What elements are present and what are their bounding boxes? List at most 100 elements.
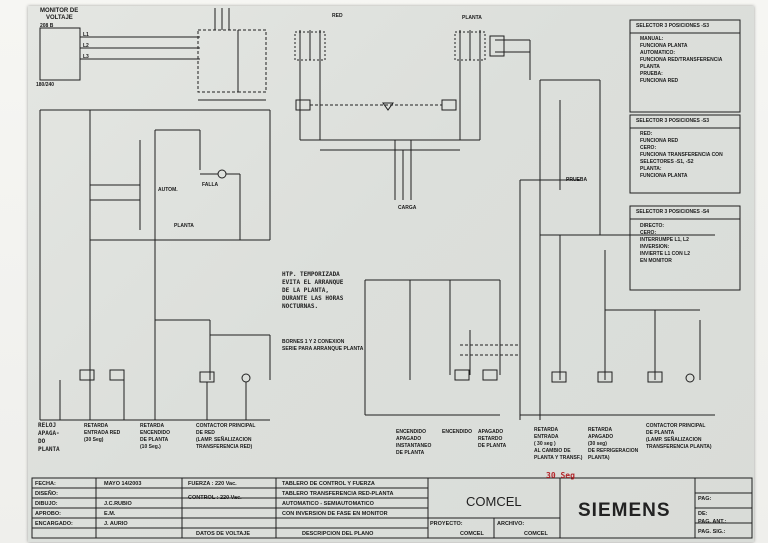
label-line: ENCENDIDO: [140, 430, 171, 436]
note-line: SERIE PARA ARRANQUE PLANTA: [282, 346, 364, 352]
label-line: (10 Seg.): [140, 444, 161, 450]
tb-desc-2: TABLERO TRANSFERENCIA RED-PLANTA: [282, 491, 394, 497]
temporizada-note: HTP. TEMPORIZADA EVITA EL ARRANQUE DE LA…: [282, 272, 343, 312]
label-line: ENTRADA RED: [84, 430, 121, 436]
selector-2-item: FUNCIONA RED: [640, 138, 679, 144]
label-line: (30 Seg): [84, 437, 104, 443]
selector-3-item: INVERSION:: [640, 244, 670, 250]
selector-3-item: CERO:: [640, 230, 657, 236]
label-line: TRANSFERENCIA PLANTA): [646, 444, 712, 450]
selector-3-item: EN MONITOR: [640, 258, 672, 264]
label-line: DE RED: [196, 430, 215, 436]
label-line: PLANTA: [38, 446, 60, 453]
note-line: EVITA EL ARRANQUE: [282, 279, 344, 286]
bornes-note: BORNES 1 Y 2 CONEXION SERIE PARA ARRANQU…: [282, 340, 363, 354]
selector-1-item: FUNCIONA PLANTA: [640, 43, 688, 49]
label-line: APAGA-: [38, 430, 60, 437]
tb-aprobo-value: E.M.: [104, 511, 116, 517]
tb-desc-4: CON INVERSION DE FASE EN MONITOR: [282, 511, 388, 517]
label-line: RETARDA: [84, 423, 109, 429]
line-voltage-label: 208 B: [40, 23, 54, 29]
selector-1-item: PLANTA: [640, 64, 660, 70]
bottom-label-retarda-red: RETARDA ENTRADA RED (30 Seg): [84, 424, 120, 445]
label-line: ENTRADA: [534, 434, 559, 440]
tb-encargado-value: J. AURIO: [104, 521, 128, 527]
selector-2-item: FUNCIONA PLANTA: [640, 173, 688, 179]
tb-pag: PAG:: [698, 496, 712, 502]
selector-3-item: INTERRUMPE L1, L2: [640, 237, 689, 243]
tb-archivo-label: ARCHIVO:: [497, 521, 525, 527]
label-line: DE PLANTA: [478, 443, 507, 449]
selector-3-items: DIRECTO: CERO: INTERRUMPE L1, L2 INVERSI…: [640, 224, 690, 266]
selector-3-item: INVIERTE L1 CON L2: [640, 251, 691, 257]
tb-pag-sig: PAG. SIG.:: [698, 529, 726, 535]
tb-label-diseno: DISEÑO:: [35, 491, 58, 497]
line-l2-label: L2: [83, 43, 89, 49]
handwritten-stamp: 30 Seg: [546, 471, 575, 480]
voltage-range-label: 180/240: [36, 82, 55, 88]
tb-desc-footer: DESCRIPCION DEL PLANO: [302, 531, 374, 537]
label-line: RELOJ: [38, 422, 57, 429]
tb-desc-3: AUTOMATICO - SEMIAUTOMATICO: [282, 501, 374, 507]
label-line: TRANSFERENCIA RED): [196, 444, 253, 450]
label-line: (LAMP. SEÑALIZACION: [646, 437, 702, 443]
tb-proyecto-value: COMCEL: [460, 531, 484, 537]
label-line: ( 30 seg ): [534, 441, 556, 447]
tb-desc-1: TABLERO DE CONTROL Y FUERZA: [282, 481, 375, 487]
line-l1-label: L1: [83, 32, 89, 38]
label-line: PLANTA): [588, 455, 610, 461]
label-line: CONTACTOR PRINCIPAL: [196, 423, 256, 429]
label-line: APAGADO: [588, 434, 614, 440]
selector-2-items: RED: FUNCIONA RED CERO: FUNCIONA TRANSFE…: [640, 132, 723, 181]
bottom-label-retarda-planta: RETARDA ENCENDIDO DE PLANTA (10 Seg.): [140, 424, 170, 452]
schematic-sheet: [28, 6, 754, 542]
falla-label: FALLA: [202, 182, 219, 188]
selector-1-item: FUNCIONA RED/TRANSFERENCIA: [640, 57, 723, 63]
label-line: DE PLANTA: [646, 430, 675, 436]
bottom-label-apagado-retardo: APAGADO RETARDO DE PLANTA: [478, 430, 506, 451]
label-line: ENCENDIDO: [396, 429, 427, 435]
tb-pag-ant: PAG. ANT.:: [698, 519, 727, 525]
monitor-title-2: VOLTAJE: [46, 15, 73, 21]
label-line: RETARDA: [534, 427, 559, 433]
label-line: DE PLANTA: [396, 450, 425, 456]
note-line: HTP. TEMPORIZADA: [282, 271, 340, 278]
planta-supply-label: PLANTA: [462, 15, 482, 21]
client-name: COMCEL: [466, 494, 522, 509]
label-line: RETARDO: [478, 436, 503, 442]
selector-2-item: FUNCIONA TRANSFERENCIA CON: [640, 152, 723, 158]
selector-2-item: RED:: [640, 131, 653, 137]
tb-label-dibujo: DIBUJO:: [35, 501, 58, 507]
label-line: CONTACTOR PRINCIPAL: [646, 423, 706, 429]
carga-label: CARGA: [398, 205, 417, 211]
selector-2-item: SELECTORES -S1, -S2: [640, 159, 694, 165]
prueba-label: PRUEBA: [566, 177, 588, 183]
tb-proyecto-label: PROYECTO:: [430, 521, 463, 527]
tb-de: DE:: [698, 511, 708, 517]
selector-1-item: MANUAL:: [640, 36, 664, 42]
tb-control: CONTROL : 220 Vac.: [188, 495, 242, 501]
selector-3-item: DIRECTO:: [640, 223, 665, 229]
label-line: AL CAMBIO DE: [534, 448, 571, 454]
selector-3-title: SELECTOR 3 POSICIONES -S4: [636, 209, 709, 215]
selector-2-item: PLANTA:: [640, 166, 662, 172]
selector-1-title: SELECTOR 3 POSICIONES -S3: [636, 23, 709, 29]
planta-switch-label: PLANTA: [174, 223, 194, 229]
monitor-box: [39, 27, 81, 81]
note-line: BORNES 1 Y 2 CONEXION: [282, 339, 345, 345]
siemens-logo: SIEMENS: [578, 500, 671, 521]
tb-label-encargado: ENCARGADO:: [35, 521, 73, 527]
line-l3-label: L3: [83, 54, 89, 60]
tb-label-fecha: FECHA:: [35, 481, 56, 487]
label-line: (LAMP. SEÑALIZACION: [196, 437, 252, 443]
selector-1-item: FUNCIONA RED: [640, 78, 679, 84]
bottom-label-contactor-red: CONTACTOR PRINCIPAL DE RED (LAMP. SEÑALI…: [196, 424, 255, 452]
label-line: APAGADO: [396, 436, 422, 442]
red-supply-label: RED: [332, 13, 343, 19]
note-line: DURANTE LAS HORAS: [282, 295, 344, 302]
selector-2-title: SELECTOR 3 POSICIONES -S3: [636, 118, 709, 124]
bottom-label-encendido-instantaneo: ENCENDIDO APAGADO INSTANTANEO DE PLANTA: [396, 430, 431, 458]
note-line: NOCTURNAS.: [282, 303, 319, 310]
